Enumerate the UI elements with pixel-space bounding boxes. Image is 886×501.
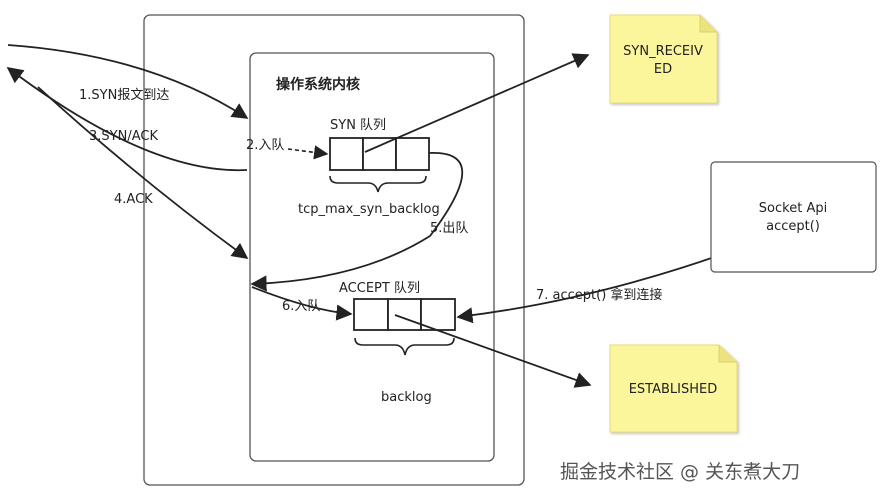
- arrow-to-established: [394, 314, 592, 388]
- syn-queue-slot: [329, 137, 364, 171]
- accept-queue-slot: [420, 298, 456, 331]
- arrow-accept-call: [456, 244, 749, 324]
- socket-api-line1: Socket Api: [759, 201, 827, 216]
- step-1-label: 1.SYN报文到达: [79, 88, 169, 103]
- kernel-box: [249, 52, 495, 462]
- step-3-label: 3.SYN/ACK: [89, 129, 158, 144]
- accept-queue-slot: [387, 298, 422, 331]
- step-6-label: 6.入队: [282, 299, 320, 314]
- step-5-label: 5.出队: [430, 221, 468, 236]
- accept-queue: [353, 298, 456, 331]
- socket-api-box: [710, 161, 877, 273]
- arrow-enqueue-accept: [251, 286, 353, 321]
- syn-queue-slot: [362, 137, 397, 171]
- syn-queue-slot: [395, 137, 430, 171]
- syn-queue-brace: [329, 175, 427, 193]
- step-2-label: 2.入队: [246, 138, 284, 153]
- syn-queue-param: tcp_max_syn_backlog: [298, 202, 440, 217]
- syn-queue-label: SYN 队列: [330, 118, 386, 133]
- accept-queue-label: ACCEPT 队列: [339, 281, 420, 296]
- syn-received-line1: SYN_RECEIV: [623, 44, 703, 59]
- step-7-label: 7. accept() 拿到连接: [536, 287, 662, 303]
- syn-received-line2: ED: [654, 62, 672, 77]
- kernel-title: 操作系统内核: [276, 76, 360, 93]
- arrow-ack: [37, 86, 249, 259]
- established-note: [609, 344, 738, 433]
- arrow-syn-arrive: [7, 44, 249, 119]
- syn-received-note: [609, 14, 718, 104]
- arrow-syn-ack: [6, 67, 248, 172]
- accept-queue-slot: [353, 298, 389, 331]
- established-label: ESTABLISHED: [629, 382, 718, 397]
- arrow-to-syn-received: [364, 53, 590, 153]
- step-4-label: 4.ACK: [114, 192, 153, 207]
- accept-queue-brace: [354, 337, 455, 356]
- socket-api-line2: accept(): [766, 219, 820, 234]
- syn-queue: [329, 137, 430, 171]
- arrow-dequeue: [250, 152, 464, 292]
- accept-queue-param: backlog: [381, 390, 432, 405]
- watermark: 掘金技术社区 @ 关东煮大刀: [560, 461, 800, 483]
